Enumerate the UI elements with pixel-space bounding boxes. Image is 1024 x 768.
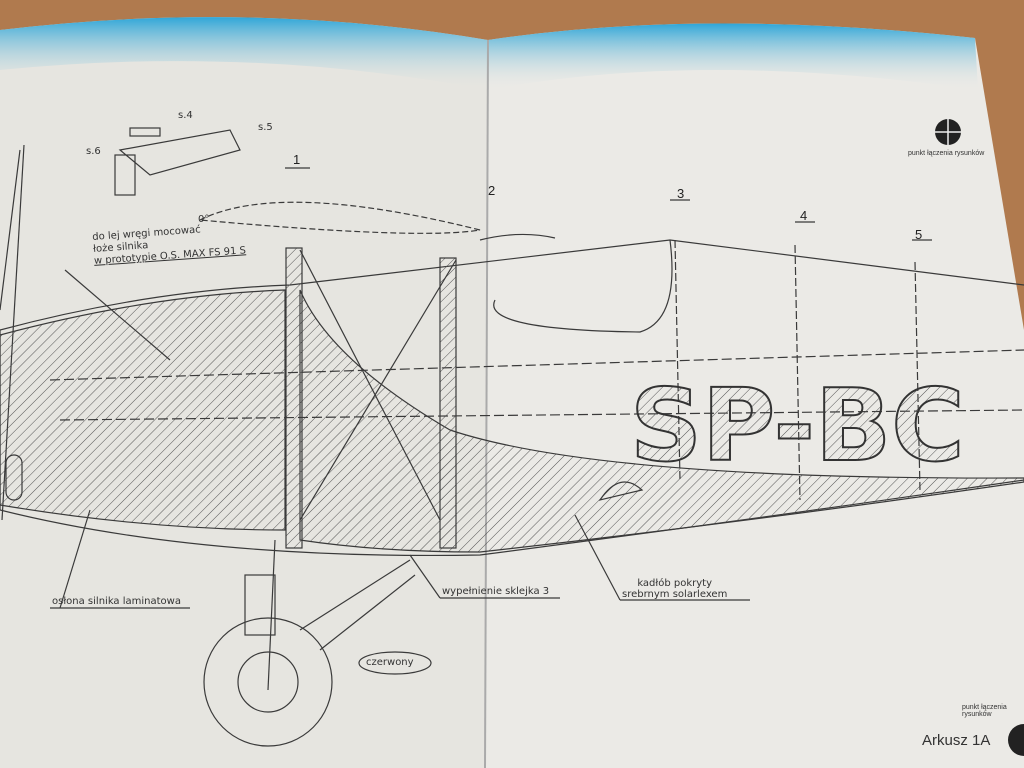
- angle-label: 0°: [198, 214, 210, 225]
- joint-mark-icon-bottom: [1008, 724, 1024, 756]
- hatched-cowling: [0, 289, 286, 531]
- fuselage-note: kadłób pokryty srebrnym solarlexem: [622, 578, 727, 600]
- part-label-s4: s.4: [178, 110, 193, 121]
- right-page: [485, 23, 1024, 768]
- joint-point-label-bottom: punkt łączenia rysunków: [962, 704, 1007, 718]
- section-3: 3: [677, 186, 685, 201]
- color-note: czerwony: [366, 657, 414, 668]
- section-5: 5: [915, 227, 923, 242]
- fuselage-drawing: [0, 127, 1024, 747]
- registration-text: SP-BC: [630, 367, 965, 484]
- note-line: srebrnym solarlexem: [622, 589, 728, 600]
- joint-mark-icon: [935, 119, 961, 145]
- fill-note: wypełnienie sklejka 3: [442, 586, 550, 597]
- section-4: 4: [800, 208, 808, 223]
- sheet-title: Arkusz 1A: [922, 732, 991, 749]
- joint-point-label: punkt łączenia rysunków: [908, 150, 985, 157]
- section-1: 1: [293, 152, 301, 167]
- wheel: [203, 617, 333, 747]
- page-fold: [484, 39, 489, 768]
- part-label-s5: s.5: [258, 122, 273, 133]
- cowling-note: osłona silnika laminatowa: [52, 596, 181, 607]
- note-line: kadłób pokryty: [637, 578, 713, 589]
- part-label-s6: s.6: [86, 146, 101, 157]
- hatched-fill: [299, 289, 1024, 553]
- section-2: 2: [488, 183, 496, 198]
